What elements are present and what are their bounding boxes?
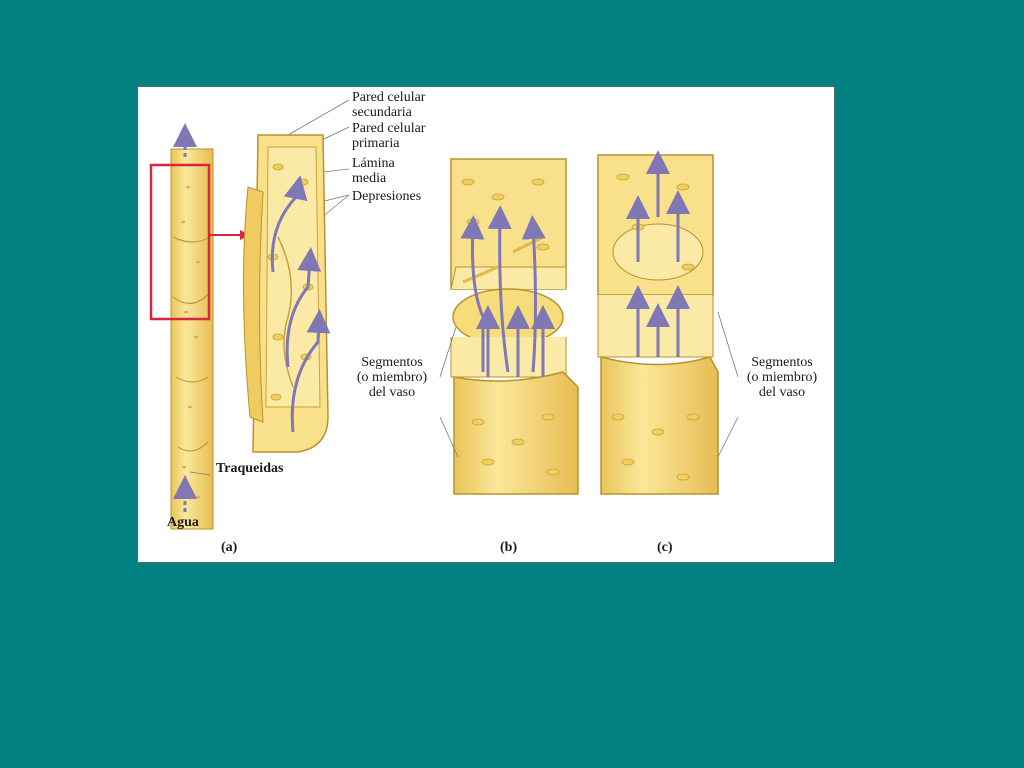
label-pits: Depresiones: [352, 189, 422, 204]
xylem-illustration: [149, 99, 739, 530]
tracheid-column: [170, 123, 214, 530]
vessel-segment-c: [597, 150, 719, 495]
label-secondary-wall: Pared celular secundaria: [352, 90, 426, 120]
label-middle-lamella: Lámina media: [352, 156, 395, 186]
label-vessel-segments-c: Segmentos (o miembro) del vaso: [746, 355, 818, 400]
panel-label-b: (b): [500, 540, 518, 555]
label-water: Agua: [167, 515, 199, 530]
label-vessel-segments-b: Segmentos (o miembro) del vaso: [356, 355, 428, 400]
xylem-diagram: Pared celular secundaria Pared celular p…: [137, 86, 835, 563]
tracheid-magnified: [242, 134, 331, 453]
vessel-segment-b: [450, 158, 579, 495]
panel-label-c: (c): [657, 540, 673, 555]
highlight-box: [149, 163, 211, 321]
panel-label-a: (a): [221, 540, 238, 555]
label-tracheids: Traqueidas: [216, 461, 284, 476]
label-primary-wall: Pared celular primaria: [352, 121, 426, 151]
